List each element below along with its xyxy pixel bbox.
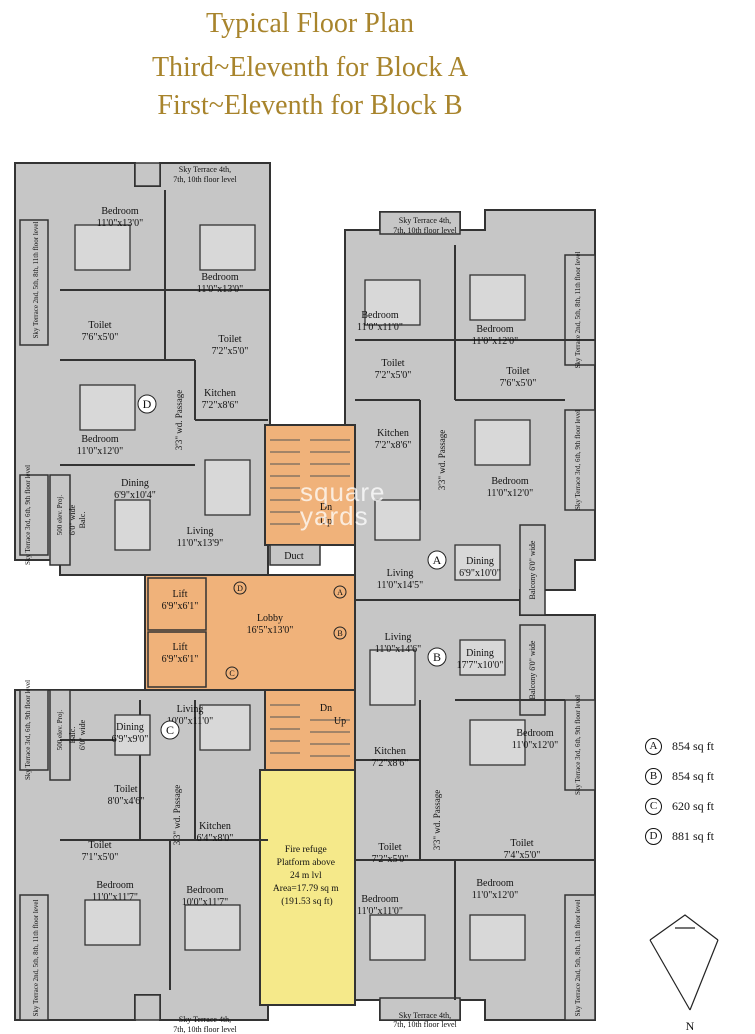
legend-area-a: 854 sq ft [672,738,714,753]
north-label: N [686,1019,695,1033]
balcony-right-b: Balcony 6'0" wide [528,640,537,699]
title-line-2: Third~Eleventh for Block A [151,52,469,83]
stair-dn-top: Dn [320,502,332,513]
balc-left-top: 6'0" wideBalc. [68,504,87,535]
door-tag-b: B [337,629,342,638]
furniture [74,224,531,961]
skyterrace-top-right: Sky Terrace 4th,7th, 10th floor level [393,216,457,235]
unit-tag-b: B [433,650,441,664]
legend-tag-b: B [645,767,662,785]
elev-proj-left-bottom: 500 elev. Proj. [56,710,64,751]
room-d-passage: 3'3" wd. Passage [174,390,184,451]
skyterrace-right-lower-mid: Sky Terrace 3rd, 6th, 9th floor level [574,695,582,795]
door-tag-a: A [337,588,343,597]
terraces [19,162,596,1021]
unit-tags: D A B C D A B C [137,394,447,740]
door-tag-d: D [237,584,243,593]
legend-row-c: C 620 sq ft [645,795,714,817]
elev-proj-left-top: 500 elev. Proj. [56,495,64,536]
skyterrace-right-upper: Sky Terrace 2nd, 5th, 8th, 11th floor le… [574,251,582,368]
watermark-line-2: yards [300,501,369,531]
skyterrace-top-left: Sky Terrace 4th,7th, 10th floor level [173,165,237,184]
skyterrace-right-bottom: Sky Terrace 2nd, 5th, 8th, 11th floor le… [574,899,582,1016]
interior-walls [60,190,595,1000]
door-tag-c: C [229,669,234,678]
fire-refuge: Fire refuge Platform above 24 m lvl Area… [273,844,341,907]
legend-row-d: D 881 sq ft [645,825,714,847]
balcony-right-a: Balcony 6'0" wide [528,540,537,599]
skyterrace-bottom-right: Sky Terrace 4th,7th, 10th floor level [393,1011,457,1029]
north-arrow-icon [649,914,719,1011]
skyterrace-left-upper: Sky Terrace 2nd, 5th, 8th, 11th floor le… [32,221,40,338]
unit-tag-c: C [166,723,174,737]
room-b-passage: 3'3" wd. Passage [432,790,442,851]
room-labels: Sky Terrace 4th,7th, 10th floor level Sk… [24,165,582,1034]
stair-core [144,424,356,1006]
legend-area-d: 881 sq ft [672,828,714,843]
legend-row-b: B 854 sq ft [645,765,714,787]
legend-row-a: A 854 sq ft [645,735,714,757]
balc-left-bottom: Balc.6'0" wide [68,719,87,750]
unit-tag-a: A [433,553,442,567]
watermark: square yards [300,477,386,531]
legend-area-c: 620 sq ft [672,798,714,813]
stair-dn-bottom: Dn [320,703,332,714]
duct: Duct [284,551,304,562]
skyterrace-left-lower-mid: Sky Terrace 3rd, 6th, 9th floor level [24,680,32,780]
stair-up-bottom: Up [334,716,346,727]
unit-tag-d: D [143,397,152,411]
skyterrace-left-bottom: Sky Terrace 2nd, 5th, 8th, 11th floor le… [32,899,40,1016]
room-c-passage: 3'3" wd. Passage [172,785,182,846]
stair-up-top: Up [320,516,332,527]
skyterrace-right-mid: Sky Terrace 3rd, 6th, 9th floor level [574,410,582,510]
title-line-1: Typical Floor Plan [205,8,415,39]
legend-area-b: 854 sq ft [672,768,714,783]
watermark-line-1: square [300,477,386,507]
skyterrace-bottom-left: Sky Terrace 4th,7th, 10th floor level [173,1015,237,1034]
skyterrace-left-mid: Sky Terrace 3rd, 6th, 9th floor level [24,465,32,565]
legend-tag-a: A [645,737,662,755]
legend-tag-c: C [645,797,662,815]
title-line-3: First~Eleventh for Block B [157,90,463,121]
room-a-passage: 3'3" wd. Passage [437,430,447,491]
legend-tag-d: D [645,827,662,845]
